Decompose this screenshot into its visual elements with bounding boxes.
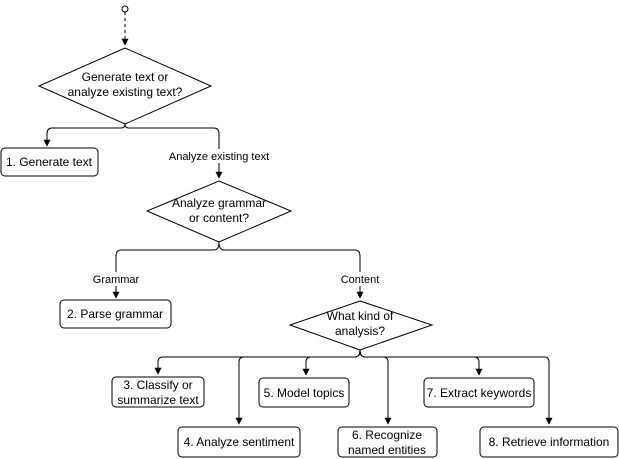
edge-to-content [218, 241, 364, 299]
decision-2-line-2: or content? [189, 211, 249, 225]
step-2-label: 2. Parse grammar [67, 307, 163, 321]
step-parse-grammar: 2. Parse grammar [59, 299, 172, 329]
step-recognize-entities: 6. Recognize named entities [337, 426, 438, 458]
start-node [121, 5, 129, 13]
decision-1-line-2: analyze existing text? [68, 85, 183, 99]
step-generate-text: 1. Generate text [0, 147, 99, 177]
edge-label-analyze-existing: Analyze existing text [169, 151, 269, 163]
step-4-label: 4. Analyze sentiment [184, 435, 295, 449]
step-3-line-2: summarize text [117, 393, 199, 407]
decision-analysis-kind: What kind of analysis? [288, 300, 434, 351]
step-6-line-1: 6. Recognize [352, 428, 422, 442]
edge-to-classify [154, 349, 361, 375]
step-5-label: 5. Model topics [264, 386, 345, 400]
step-extract-keywords: 7. Extract keywords [423, 377, 535, 408]
edge-to-retrieve [359, 349, 553, 425]
step-8-label: 8. Retrieve information [489, 435, 610, 449]
decision-3-line-1: What kind of [327, 309, 394, 323]
edge-to-keywords [359, 349, 483, 376]
decision-grammar-or-content: Analyze grammar or content? [145, 180, 293, 243]
step-analyze-sentiment: 4. Analyze sentiment [177, 426, 301, 458]
edge-to-analyze-existing [124, 123, 223, 179]
edge-to-generate-text [43, 123, 126, 147]
edge-to-topics [302, 349, 361, 376]
edge-label-grammar: Grammar [93, 274, 140, 286]
step-classify-summarize: 3. Classify or summarize text [111, 376, 205, 408]
decision-2-line-1: Analyze grammar [172, 196, 266, 210]
step-3-line-1: 3. Classify or [123, 378, 192, 392]
decision-1-line-1: Generate text or [82, 70, 169, 84]
decision-3-line-2: analysis? [335, 324, 385, 338]
edge-label-content: Content [341, 274, 380, 286]
step-1-label: 1. Generate text [6, 155, 93, 169]
edge-to-entities [359, 349, 392, 425]
step-7-label: 7. Extract keywords [427, 386, 532, 400]
step-6-line-2: named entities [348, 443, 426, 457]
edge-to-parse-grammar [112, 241, 220, 299]
decision-generate-or-analyze: Generate text or analyze existing text? [37, 47, 213, 125]
step-retrieve-information: 8. Retrieve information [479, 426, 619, 458]
step-model-topics: 5. Model topics [258, 377, 350, 408]
